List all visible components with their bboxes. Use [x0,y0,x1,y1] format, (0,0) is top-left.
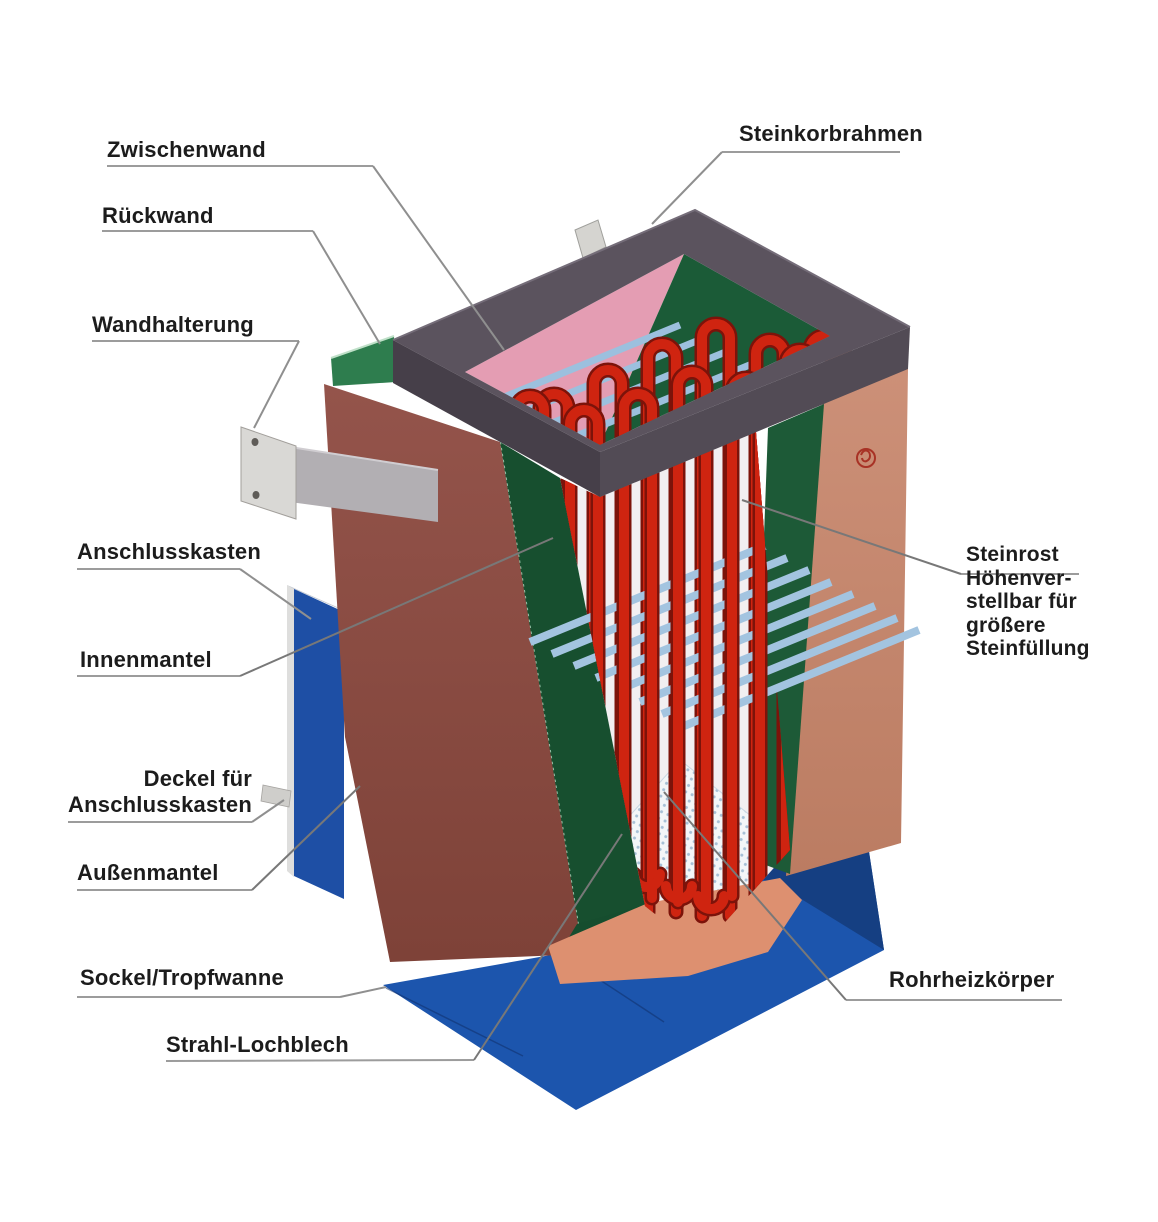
label-underlines [68,151,1079,1062]
label-deckel-fuer-anschlusskasten: Deckel für Anschlusskasten [28,766,252,818]
anschlusskasten-deckel-tab [260,784,292,808]
steinkorbrahmen-frame [392,208,911,497]
innenmantel-left-band [500,442,645,925]
leader-steinkorbrahmen [651,151,723,225]
label-rueckwand: Rückwand [102,203,214,228]
label-steinrost-line3: stellbar für [966,590,1077,613]
wandhalterung-bracket [240,426,439,522]
label-rohrheizkoerper: Rohrheizkörper [889,967,1055,992]
leader-sockel [339,986,387,998]
leader-lines [239,151,962,1061]
aussenmantel-left-face [324,384,578,962]
label-anschlusskasten: Anschlusskasten [77,539,261,564]
label-steinrost-line5: Steinfüllung [966,637,1090,660]
anschlusskasten-box [260,585,344,899]
leader-rueckwand [312,230,381,345]
brand-logo [856,448,876,468]
leader-rohrheizkoerper [663,791,847,1001]
leader-zwischenwand [372,165,505,351]
label-deckel-line1: Deckel für [143,766,252,791]
label-steinrost-line4: größere [966,613,1046,637]
label-wandhalterung: Wandhalterung [92,312,254,337]
label-aussenmantel: Außenmantel [77,860,219,885]
leader-innenmantel [239,537,554,677]
label-steinrost-line2: Höhenver- [966,566,1072,590]
rear-mount-tab [574,219,607,259]
bottom-salmon-band [548,878,802,984]
leader-steinrost [741,499,962,575]
label-innenmantel: Innenmantel [80,647,212,672]
label-steinrost: Steinrost Höhenver- stellbar für größere… [966,543,1090,661]
underline-strahl [165,1059,475,1062]
innenmantel-top-strip [331,336,396,386]
rueckwand-green-wall [600,254,830,445]
label-strahl-lochblech: Strahl-Lochblech [166,1032,349,1057]
leader-strahl [473,833,623,1061]
label-deckel-line2: Anschlusskasten [68,792,252,817]
label-steinkorbrahmen: Steinkorbrahmen [739,121,923,146]
leader-anschlusskasten [239,568,312,620]
leader-deckel [251,799,285,823]
leader-wandhalterung [253,340,300,429]
label-zwischenwand: Zwischenwand [107,137,266,162]
leader-aussenmantel [251,785,361,891]
label-steinrost-line1: Steinrost [966,543,1059,566]
label-sockel-tropfwanne: Sockel/Tropfwanne [80,965,284,990]
aussenmantel-right-face [786,342,908,876]
